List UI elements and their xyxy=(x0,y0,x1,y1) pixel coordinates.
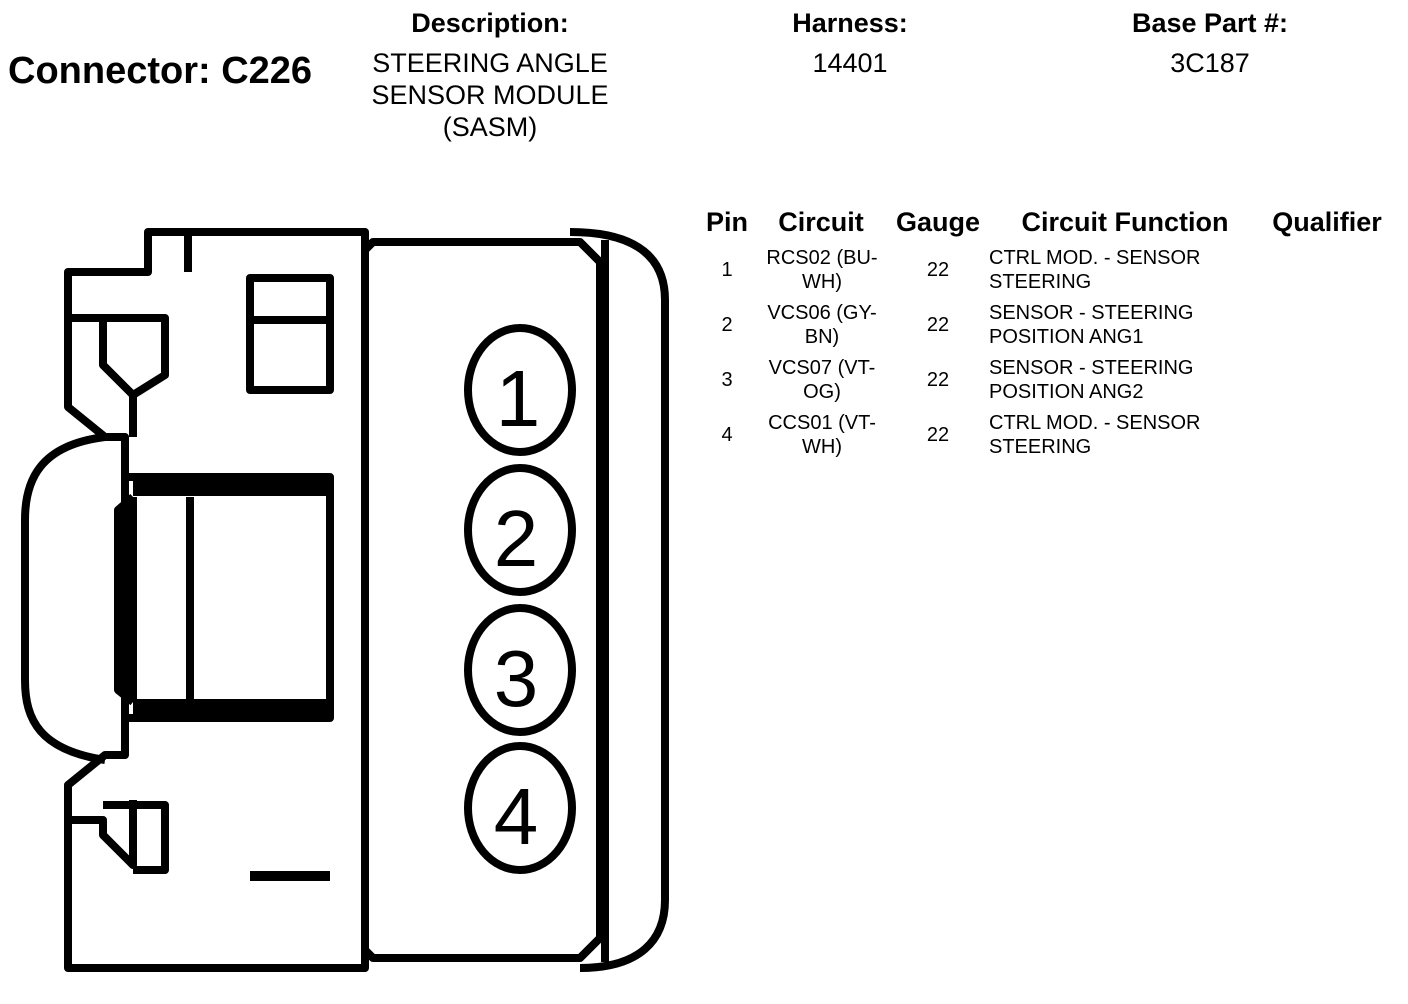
harness-value: 14401 xyxy=(812,48,888,78)
row-circuit: VCS07 (VT-OG) xyxy=(768,357,876,403)
pin-2-circle xyxy=(464,464,576,596)
row-function: CTRL MOD. - SENSOR STEERING xyxy=(989,247,1201,293)
row-circuit: VCS06 (GY-BN) xyxy=(767,302,877,348)
table-row: 4 CCS01 (VT-WH) 22 CTRL MOD. - SENSOR ST… xyxy=(0,411,1408,463)
pin-3: 3 xyxy=(464,604,576,736)
row-pin: 2 xyxy=(721,314,733,336)
row-circuit: CCS01 (VT-WH) xyxy=(768,412,876,458)
row-function: SENSOR - STEERING POSITION ANG1 xyxy=(989,302,1194,348)
pin-4-label: 4 xyxy=(494,772,539,861)
pin-1-label: 1 xyxy=(496,354,541,443)
column-header-circuit-function: Circuit Function xyxy=(1021,207,1229,237)
pin-4-circle xyxy=(464,742,576,874)
latch-window xyxy=(125,473,334,722)
pin-3-label: 3 xyxy=(494,634,539,723)
row-pin: 1 xyxy=(721,259,733,281)
upper-window-bottom xyxy=(246,316,334,394)
pin-3-circle xyxy=(464,604,576,736)
pin-2-label: 2 xyxy=(494,494,539,583)
pin-4: 4 xyxy=(464,742,576,874)
row-gauge: 22 xyxy=(926,314,950,336)
table-row: 2 VCS06 (GY-BN) 22 SENSOR - STEERING POS… xyxy=(0,301,1408,353)
row-pin: 3 xyxy=(721,369,733,391)
pin-2: 2 xyxy=(464,464,576,596)
left-latch-bulge xyxy=(21,433,106,764)
column-header-gauge: Gauge xyxy=(895,207,981,237)
upper-key-detail xyxy=(68,314,137,437)
upper-key-detail-2 xyxy=(103,314,169,399)
row-gauge: 22 xyxy=(926,259,950,281)
row-circuit: RCS02 (BU-WH) xyxy=(766,247,878,293)
row-gauge: 22 xyxy=(926,369,950,391)
mating-face-outline xyxy=(361,238,604,962)
top-tab xyxy=(148,228,192,272)
column-header-qualifier: Qualifier xyxy=(1272,207,1382,237)
row-function: SENSOR - STEERING POSITION ANG2 xyxy=(989,357,1194,403)
base-part-value: 3C187 xyxy=(1170,48,1250,78)
description-label: Description: xyxy=(411,8,569,38)
base-part-label: Base Part #: xyxy=(1131,8,1289,38)
row-function: CTRL MOD. - SENSOR STEERING xyxy=(989,412,1201,458)
pin-1: 1 xyxy=(464,324,576,456)
housing-outline xyxy=(64,228,369,972)
table-row: 1 RCS02 (BU-WH) 22 CTRL MOD. - SENSOR ST… xyxy=(0,246,1408,298)
pin-1-circle xyxy=(464,324,576,456)
row-pin: 4 xyxy=(721,424,733,446)
latch-window-inner-left xyxy=(114,493,136,706)
description-value: STEERING ANGLE SENSOR MODULE (SASM) xyxy=(371,48,609,142)
lower-key-detail xyxy=(68,800,137,869)
connector-face-diagram: 1 2 3 4 xyxy=(21,228,669,972)
column-header-circuit: Circuit xyxy=(778,207,864,237)
lower-key-detail-2 xyxy=(103,801,169,874)
right-rounded-cap xyxy=(569,228,669,972)
column-header-pin: Pin xyxy=(705,207,748,237)
row-gauge: 22 xyxy=(926,424,950,446)
harness-label: Harness: xyxy=(792,8,908,38)
connector-title: Connector: C226 xyxy=(8,50,313,92)
table-row: 3 VCS07 (VT-OG) 22 SENSOR - STEERING POS… xyxy=(0,356,1408,408)
